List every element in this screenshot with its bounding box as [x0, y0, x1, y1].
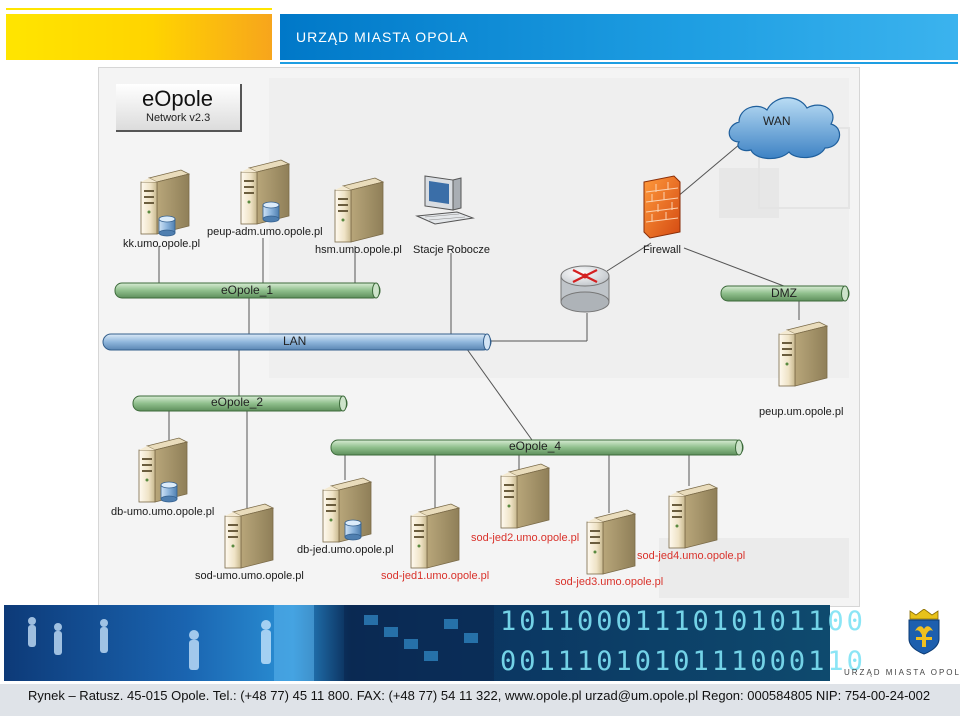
bus-lan [102, 333, 492, 351]
db-icon-db-umo [160, 481, 178, 503]
server-icon-sod-umo [224, 503, 274, 569]
header-yellow-line [6, 8, 272, 10]
node-label-db-jed: db-jed.umo.opole.pl [297, 544, 394, 556]
node-label-peup-adm: peup-adm.umo.opole.pl [207, 226, 323, 238]
eopole-2-label: eOpole_2 [211, 395, 264, 409]
node-label-firewall: Firewall [643, 244, 681, 256]
server-icon-sod-jed3 [586, 509, 636, 575]
header-blue-line [280, 62, 958, 64]
eopole-logo-subtitle: Network v2.3 [146, 112, 211, 124]
bus-eopole-1 [114, 282, 381, 299]
wan-label: WAN [763, 114, 791, 128]
footer-people-graphic [28, 605, 494, 681]
node-label-sod-jed1: sod-jed1.umo.opole.pl [381, 570, 490, 582]
eopole-4-label: eOpole_4 [509, 439, 562, 453]
node-label-sod-umo: sod-umo.umo.opole.pl [195, 570, 304, 582]
db-icon-kk [158, 215, 176, 237]
bus-eopole-4 [330, 439, 744, 456]
db-icon-peup-adm [262, 201, 280, 223]
city-name-text: URZĄD MIASTA OPOLA [844, 668, 960, 677]
binary-row-1: 1011000111010101100 [500, 606, 866, 637]
node-label-kk: kk.umo.opole.pl [123, 238, 201, 250]
node-label-sod-jed3: sod-jed3.umo.opole.pl [555, 576, 664, 588]
footer-contact-bar [0, 684, 960, 716]
eopole-1-label: eOpole_1 [221, 283, 274, 297]
network-diagram: WAN eOpole_1 DMZ LAN eOpole_2 eOpole_4 k… [98, 67, 860, 607]
footer-contact-text: Rynek – Ratusz. 45-015 Opole. Tel.: (+48… [28, 688, 931, 703]
eopole-logo-box: eOpole Network v2.3 [116, 84, 242, 132]
binary-row-2: 0011101010111000110 [500, 646, 866, 677]
header-title: URZĄD MIASTA OPOLA [296, 29, 469, 45]
node-label-db-umo: db-umo.umo.opole.pl [111, 506, 215, 518]
node-label-peup-um: peup.um.opole.pl [759, 406, 844, 418]
bus-dmz [720, 285, 850, 302]
node-label-sod-jed4: sod-jed4.umo.opole.pl [637, 550, 746, 562]
node-label-sod-jed2: sod-jed2.umo.opole.pl [471, 532, 580, 544]
node-label-stacje: Stacje Robocze [413, 244, 491, 256]
header-yellow-block [6, 14, 272, 60]
server-icon-sod-jed1 [410, 503, 460, 569]
bus-eopole-2 [132, 395, 348, 412]
diagram-canvas [102, 78, 850, 598]
footer-image-band [4, 605, 830, 681]
dmz-label: DMZ [771, 286, 797, 300]
db-icon-db-jed [344, 519, 362, 541]
server-icon-hsm [334, 177, 384, 243]
server-icon-peup-um [778, 321, 828, 387]
eopole-logo-title: eOpole [142, 86, 213, 111]
city-crest-icon [908, 609, 940, 655]
node-label-hsm: hsm.umo.opole.pl [315, 244, 402, 256]
router-icon [560, 265, 610, 313]
wan-cloud-icon [728, 97, 841, 160]
firewall-icon [643, 175, 681, 239]
server-icon-sod-jed2 [500, 463, 550, 529]
workstation-icon [415, 175, 475, 225]
server-icon-sod-jed4 [668, 483, 718, 549]
lan-label: LAN [283, 334, 307, 348]
header-blue-bar [280, 14, 958, 60]
